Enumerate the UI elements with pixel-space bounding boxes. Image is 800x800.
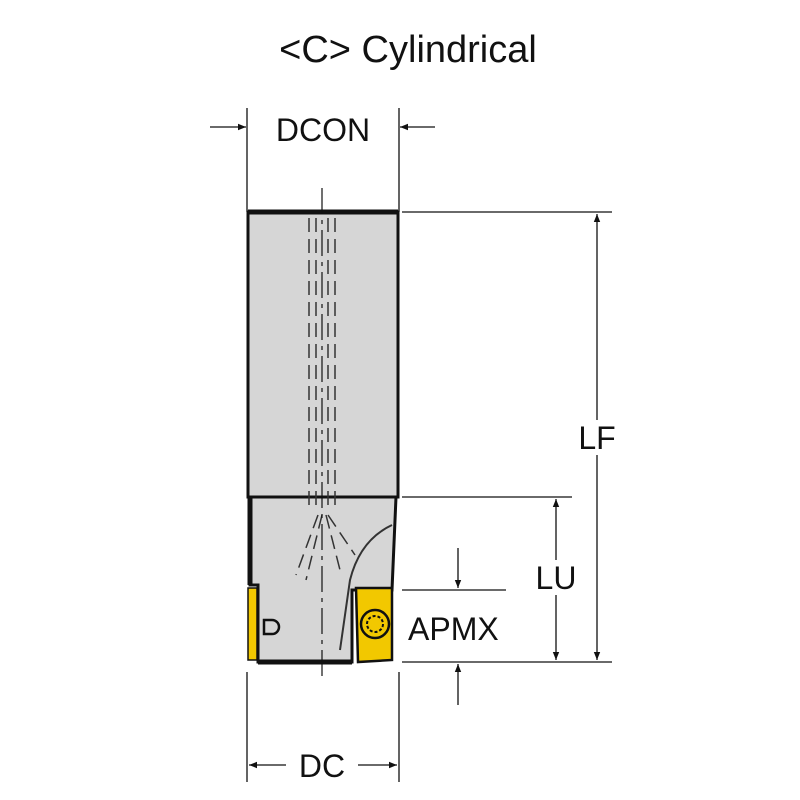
dcon-dimension: [210, 108, 435, 212]
tool-body: [246, 209, 400, 665]
dcon-label: DCON: [276, 112, 370, 148]
lu-label: LU: [536, 560, 577, 596]
lf-label: LF: [578, 420, 615, 456]
lu-dimension: [402, 496, 572, 660]
apmx-label: APMX: [408, 611, 499, 647]
left-insert: [247, 587, 281, 661]
dc-dimension: [246, 672, 400, 782]
coolant-channel: [295, 218, 356, 581]
diagram-title: <C> Cylindrical: [279, 29, 537, 71]
dc-label: DC: [299, 748, 345, 784]
right-insert: [354, 586, 394, 664]
lf-dimension: [402, 211, 612, 663]
apmx-dimension: [402, 548, 506, 705]
